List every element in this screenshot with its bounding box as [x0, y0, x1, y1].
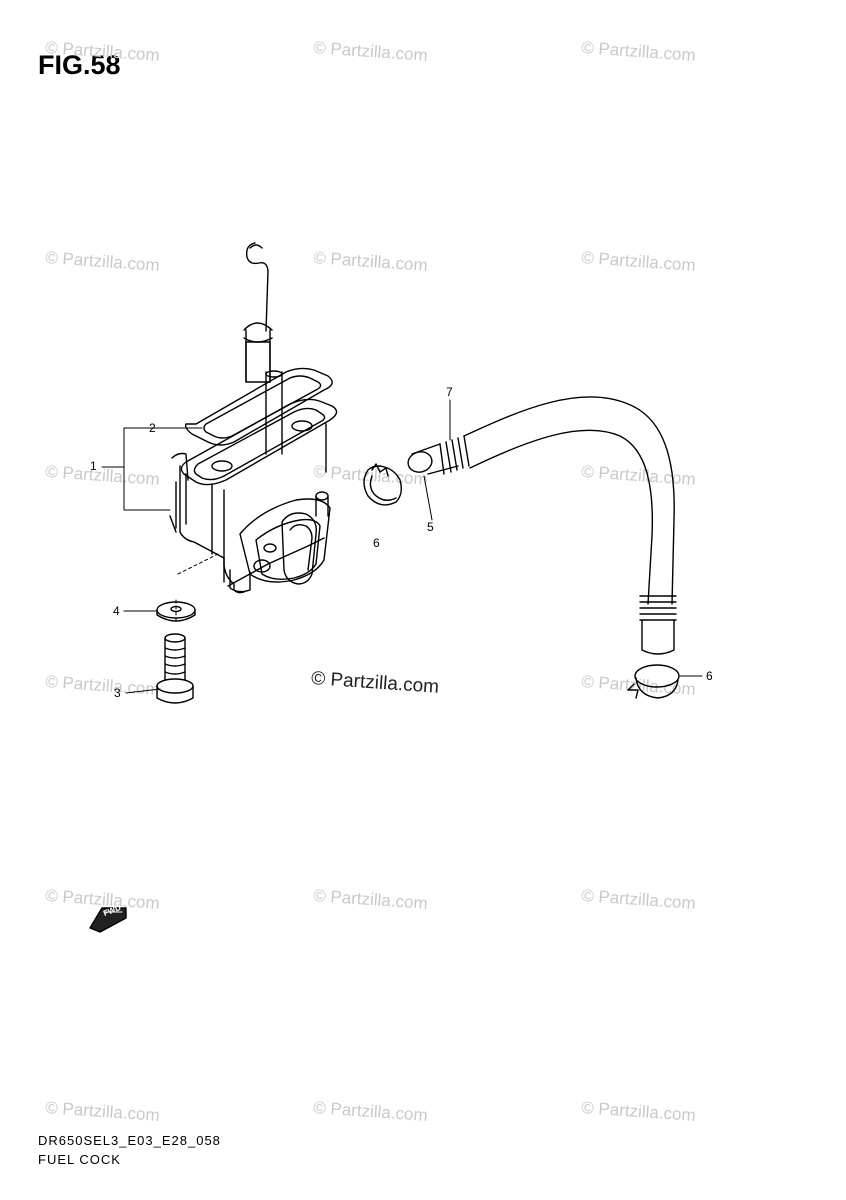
callout-6: 6 — [706, 669, 713, 683]
fuel-hose-part — [439, 396, 677, 655]
forward-arrow-icon — [89, 907, 127, 933]
clamp-part — [627, 664, 680, 699]
fuel-cock-part — [169, 242, 338, 594]
callout-5: 5 — [427, 520, 434, 534]
callout-7: 7 — [446, 385, 453, 399]
callout-3: 3 — [114, 686, 121, 700]
figure-title: FIG.58 — [38, 50, 121, 80]
diagram-name: FUEL COCK — [38, 1152, 121, 1167]
callout-4: 4 — [113, 604, 120, 618]
clamp-part — [363, 463, 403, 506]
leader-lines — [101, 399, 703, 694]
diagram-code: DR650SEL3_E03_E28_058 — [38, 1133, 221, 1148]
bolt-part — [156, 633, 194, 704]
callout-2: 2 — [149, 421, 156, 435]
callout-1: 1 — [90, 459, 97, 473]
callout-6: 6 — [373, 536, 380, 550]
